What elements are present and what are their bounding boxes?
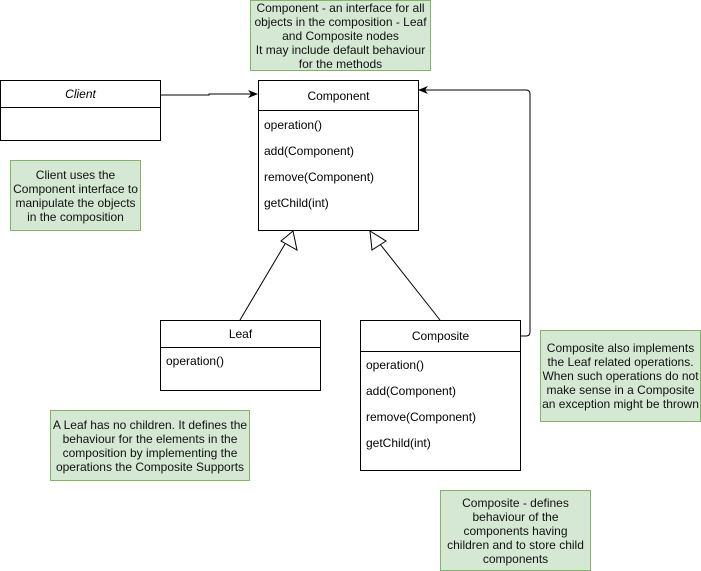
method: getChild(int) xyxy=(366,436,431,450)
class-component[interactable]: Component operation() add(Component) rem… xyxy=(258,80,419,231)
leaf-inheritance-triangle-icon xyxy=(280,230,298,251)
note-leaf: A Leaf has no children. It defines the b… xyxy=(50,410,250,481)
note-composite: Composite - defines behaviour of the com… xyxy=(440,490,591,571)
leaf-inheritance-line xyxy=(239,243,286,321)
method: remove(Component) xyxy=(366,410,477,424)
class-leaf[interactable]: Leaf operation() xyxy=(160,320,321,391)
method: operation() xyxy=(166,354,225,368)
composite-to-component-aggregation-arrow xyxy=(418,86,531,337)
note-client: Client uses the Component interface to m… xyxy=(10,160,141,231)
class-leaf-name: Leaf xyxy=(161,321,320,348)
client-to-component-arrow xyxy=(160,90,258,98)
class-composite[interactable]: Composite operation() add(Component) rem… xyxy=(360,320,521,471)
method: operation() xyxy=(264,118,323,132)
method: add(Component) xyxy=(264,144,355,158)
note-component: Component - an interface for all objects… xyxy=(250,0,431,71)
composite-inheritance-triangle-icon xyxy=(369,230,387,251)
class-client[interactable]: Client xyxy=(0,80,161,141)
class-composite-name: Composite xyxy=(361,321,520,352)
composite-inheritance-line xyxy=(379,243,441,321)
note-composite-ops: Composite also implements the Leaf relat… xyxy=(540,330,701,422)
method: add(Component) xyxy=(366,384,457,398)
method: getChild(int) xyxy=(264,196,329,210)
class-component-name: Component xyxy=(259,81,418,111)
method: operation() xyxy=(366,358,425,372)
method: remove(Component) xyxy=(264,170,375,184)
class-client-name: Client xyxy=(1,81,160,108)
